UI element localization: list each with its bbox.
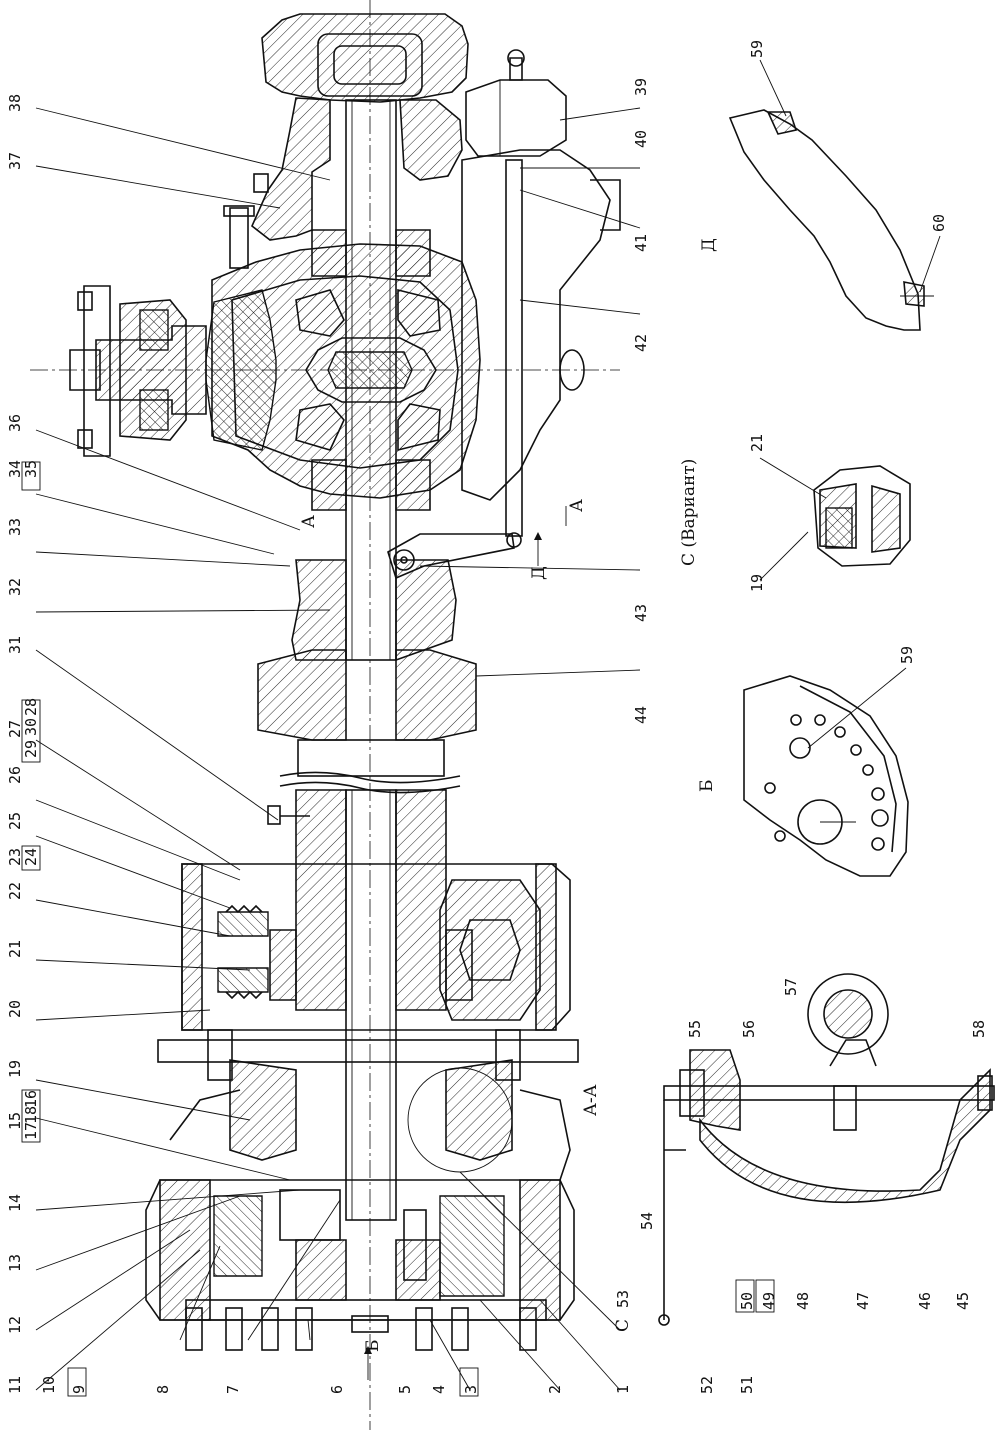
label-mark-d: Д: [529, 566, 549, 580]
callout-47: 47: [854, 1292, 872, 1310]
callout-14: 14: [6, 1194, 24, 1212]
callout-9: 9: [70, 1385, 88, 1394]
callout-59-b: 59: [898, 646, 916, 664]
callout-52: 52: [698, 1376, 716, 1394]
callout-27: 27: [6, 720, 24, 738]
callout-19-c: 19: [748, 574, 766, 592]
callout-46: 46: [916, 1292, 934, 1310]
main-section: [30, 0, 621, 1430]
callout-24: 24: [22, 848, 40, 866]
lower-tube: [295, 789, 347, 1011]
label-mark-a2: А: [567, 499, 587, 512]
callout-32: 32: [6, 578, 24, 596]
callout-36: 36: [6, 414, 24, 432]
callout-34: 34: [6, 460, 24, 478]
top-flange: [261, 13, 469, 103]
callout-41: 41: [632, 234, 650, 252]
callout-1: 1: [614, 1385, 632, 1394]
callout-40: 40: [632, 130, 650, 148]
callout-16: 16: [22, 1090, 40, 1108]
callout-6: 6: [328, 1385, 346, 1394]
callout-21: 21: [6, 940, 24, 958]
callout-boxes: [21, 461, 775, 1397]
callout-4: 4: [430, 1385, 448, 1394]
callout-10: 10: [40, 1376, 58, 1394]
callout-39: 39: [632, 78, 650, 96]
callout-2: 2: [546, 1385, 564, 1394]
callout-17: 17: [22, 1122, 40, 1140]
right-cover: [461, 149, 611, 501]
view-b: [743, 667, 909, 877]
rod-42: [505, 159, 523, 537]
final-drive-housing: [229, 1059, 297, 1161]
callout-53: 53: [614, 1290, 632, 1308]
end-cover: [185, 1299, 547, 1321]
hub-flange: [157, 1039, 579, 1063]
mid-flange: [257, 649, 347, 741]
callout-42: 42: [632, 334, 650, 352]
label-mark-c: С: [613, 1319, 633, 1332]
callout-60: 60: [930, 214, 948, 232]
view-d: [728, 59, 941, 331]
callout-38: 38: [6, 94, 24, 112]
callout-3: 3: [462, 1385, 480, 1394]
callout-44: 44: [632, 706, 650, 724]
callout-30: 30: [22, 718, 40, 736]
callout-50: 50: [738, 1292, 756, 1310]
callout-19: 19: [6, 1060, 24, 1078]
callout-54: 54: [638, 1212, 656, 1230]
label-view-c: С (Вариант): [679, 459, 699, 566]
label-mark-a1: А: [299, 515, 319, 528]
view-labels: Д С (Вариант) Б А-А С Б Д А А: [299, 238, 719, 1352]
callout-45: 45: [954, 1292, 972, 1310]
callout-25: 25: [6, 812, 24, 830]
section-a-a: [658, 973, 995, 1326]
callout-labels: 38 37 36 34 35 33 32 31 27 28 29 30 26 2…: [6, 40, 988, 1394]
callout-55: 55: [686, 1020, 704, 1038]
callout-22: 22: [6, 882, 24, 900]
callout-7: 7: [224, 1385, 242, 1394]
callout-56: 56: [740, 1020, 758, 1038]
callout-43: 43: [632, 604, 650, 622]
callout-11: 11: [6, 1376, 24, 1394]
callout-31: 31: [6, 636, 24, 654]
label-view-b: Б: [697, 780, 717, 793]
leader-lines: [35, 107, 641, 1391]
callout-49: 49: [760, 1292, 778, 1310]
label-section-aa: А-А: [581, 1084, 601, 1116]
callout-5: 5: [396, 1385, 414, 1394]
callout-23: 23: [6, 848, 24, 866]
callout-33: 33: [6, 518, 24, 536]
label-view-d: Д: [699, 238, 719, 252]
callout-26: 26: [6, 766, 24, 784]
callout-21-c: 21: [748, 434, 766, 452]
callout-28: 28: [22, 698, 40, 716]
callout-57: 57: [782, 978, 800, 996]
callout-15: 15: [6, 1112, 24, 1130]
callout-59-d: 59: [748, 40, 766, 58]
brake-chamber-39: [465, 79, 567, 157]
callout-51: 51: [738, 1376, 756, 1394]
callout-20: 20: [6, 1000, 24, 1018]
callout-18: 18: [22, 1106, 40, 1124]
upper-housing-right: [399, 99, 463, 181]
callout-58: 58: [970, 1020, 988, 1038]
callout-13: 13: [6, 1254, 24, 1272]
callout-8: 8: [154, 1385, 172, 1394]
callout-35: 35: [22, 460, 40, 478]
upper-housing-left: [251, 97, 331, 241]
view-c: [759, 457, 911, 581]
crown-gear: [205, 289, 277, 451]
callout-29: 29: [22, 740, 40, 758]
callout-48: 48: [794, 1292, 812, 1310]
differential-cross: [305, 337, 437, 403]
callout-12: 12: [6, 1316, 24, 1334]
input-flange: [83, 285, 111, 457]
callout-37: 37: [6, 152, 24, 170]
